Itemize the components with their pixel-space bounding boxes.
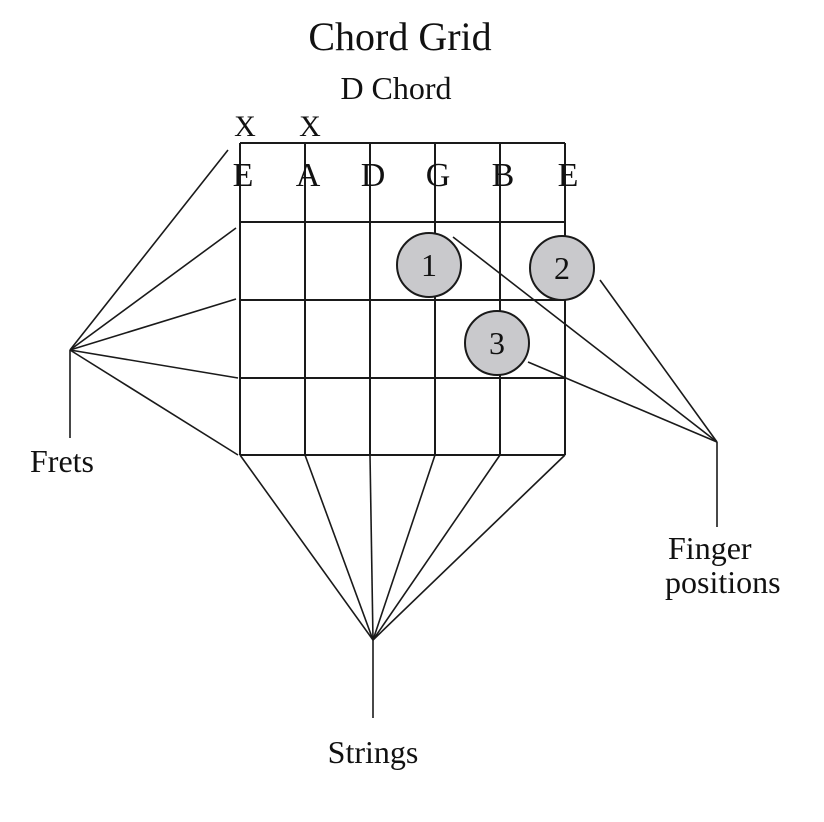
strings-leader-line [372, 454, 501, 641]
finger-number-label: 2 [554, 250, 570, 286]
string-name-label: A [296, 157, 321, 194]
finger-number-label: 3 [489, 325, 505, 361]
frets-callout-label: Frets [30, 443, 94, 479]
diagram-title: Chord Grid [308, 14, 491, 59]
finger-position-dot: 1 [396, 232, 462, 298]
string-name-label: E [233, 157, 254, 194]
strings-leader-line [372, 454, 436, 641]
fretboard-grid [239, 142, 566, 456]
strings-leader-line [304, 454, 374, 641]
chord-name: D Chord [340, 70, 451, 106]
muted-string-marker: X [299, 110, 321, 143]
finger-position-dot: 3 [464, 310, 530, 376]
strings-callout-label: Strings [328, 734, 419, 770]
frets-leader-line [69, 349, 239, 379]
finger-positions: 1 2 3 [396, 232, 595, 376]
string-name-label: E [558, 157, 579, 194]
strings-leader-line [369, 454, 374, 641]
finger-positions-leader-line [527, 361, 718, 443]
string-name-label: G [426, 157, 451, 194]
finger-dot-circle [396, 232, 462, 298]
finger-number-label: 1 [421, 247, 437, 283]
frets-leader-line [69, 349, 239, 456]
finger-positions-leader-line [452, 236, 718, 443]
frets-leader-line [69, 298, 237, 351]
finger-positions-leader-line [599, 279, 718, 443]
finger-positions-callout-label-line1: Finger [668, 530, 752, 566]
finger-positions-callout-label-line2: positions [665, 564, 781, 600]
finger-dot-circle [464, 310, 530, 376]
muted-string-marker: X [234, 110, 256, 143]
string-name-label: D [361, 157, 386, 194]
finger-position-dot: 2 [529, 235, 595, 301]
string-name-label: B [492, 157, 515, 194]
frets-leader-line [69, 149, 229, 351]
finger-dot-circle [529, 235, 595, 301]
frets-leader-line [69, 227, 237, 351]
strings-leader-line [239, 454, 374, 641]
strings-leader-line [372, 454, 566, 641]
leader-lines [69, 149, 718, 718]
